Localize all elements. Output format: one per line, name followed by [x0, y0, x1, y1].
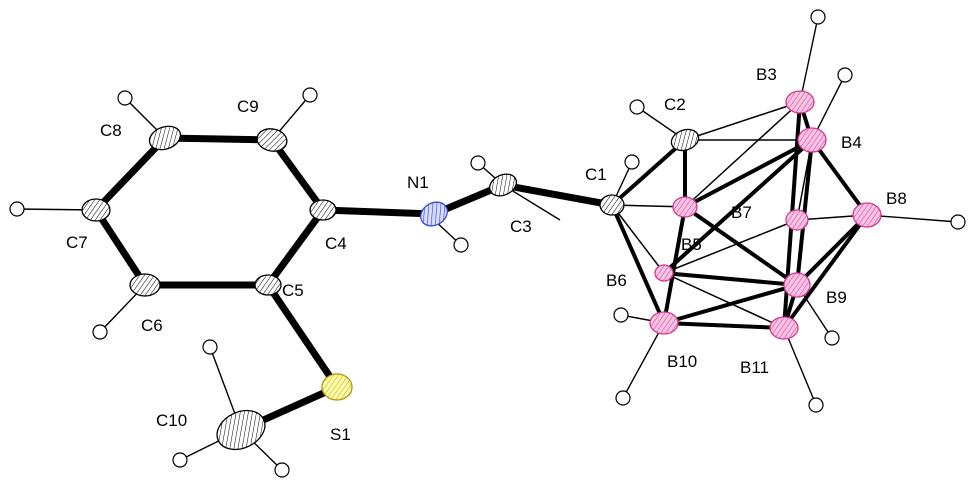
atom-n1 [420, 201, 448, 227]
atom-b8 [852, 202, 882, 228]
carbon-atoms [81, 125, 700, 451]
atom-labels: C1 C2 C3 C4 C5 C6 C7 C8 C9 C10 N1 S1 B3 … [66, 65, 907, 444]
hydrogen-atom [808, 397, 824, 413]
label-b3: B3 [756, 65, 777, 84]
atom-b6 [654, 264, 674, 282]
hydrogen-atom [613, 307, 629, 323]
atom-b7 [785, 209, 809, 231]
hydrogen-atom [274, 462, 290, 478]
label-c6: C6 [141, 316, 163, 335]
atom-c2 [670, 128, 700, 152]
atom-c1 [599, 194, 625, 216]
label-b8: B8 [886, 189, 907, 208]
label-b4: B4 [841, 133, 862, 152]
label-b7: B7 [731, 203, 752, 222]
atom-c10 [216, 409, 266, 451]
atom-c6 [129, 273, 161, 297]
label-c5: C5 [282, 281, 304, 300]
label-n1: N1 [407, 173, 429, 192]
atom-c8 [148, 125, 182, 151]
atom-c4 [309, 199, 337, 221]
label-b5: B5 [681, 235, 702, 254]
atom-c9 [256, 128, 288, 152]
atom-b9 [783, 272, 811, 298]
label-b10: B10 [667, 352, 697, 371]
label-c9: C9 [237, 97, 259, 116]
label-c3: C3 [510, 217, 532, 236]
hydrogen-atoms [9, 9, 966, 478]
hydrogen-atom [629, 99, 645, 115]
label-c7: C7 [66, 233, 88, 252]
hydrogen-atom [302, 87, 318, 103]
label-b6: B6 [606, 271, 627, 290]
hydrogen-atom [624, 154, 640, 170]
label-b11: B11 [740, 358, 769, 377]
hydrogen-atom [202, 339, 218, 355]
hydrogen-atom [117, 90, 133, 106]
label-b9: B9 [826, 288, 847, 307]
heavy-atom-bonds [92, 134, 616, 434]
atom-c3 [488, 173, 518, 197]
atom-b11 [769, 316, 799, 340]
label-c4: C4 [325, 234, 347, 253]
hydrogen-atom [92, 324, 108, 340]
label-c8: C8 [100, 121, 122, 140]
sulfur-atom [321, 373, 353, 401]
label-c2: C2 [664, 95, 686, 114]
boron-atoms [649, 90, 882, 340]
hydrogen-atom [470, 155, 486, 171]
hydrogen-atom [172, 452, 188, 468]
hydrogen-atom [837, 67, 853, 83]
nitrogen-atom [420, 201, 448, 227]
hydrogen-atom [453, 237, 469, 253]
label-s1: S1 [330, 425, 351, 444]
atom-b10 [649, 311, 679, 335]
atom-b3 [785, 90, 815, 114]
atom-c5 [254, 274, 282, 296]
atom-b4 [797, 127, 827, 153]
hydrogen-atom [824, 330, 840, 346]
hydrogen-atom [810, 9, 826, 25]
label-c1: C1 [585, 165, 607, 184]
hydrogen-atom [950, 214, 966, 230]
atom-b5 [672, 196, 698, 218]
hydrogen-atom [9, 201, 25, 217]
hydrogen-atom [615, 390, 631, 406]
atom-c7 [81, 198, 111, 222]
atom-s1 [321, 373, 353, 401]
label-c10: C10 [156, 411, 187, 430]
